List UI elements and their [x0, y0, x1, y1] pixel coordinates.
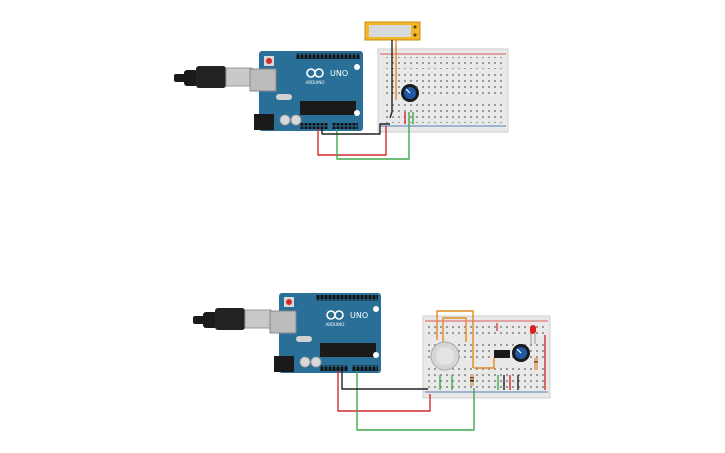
piezo-buzzer[interactable] [430, 341, 460, 371]
reset-button[interactable] [286, 299, 292, 305]
wire-gnd-black[interactable] [341, 371, 428, 390]
analog-header[interactable] [332, 123, 358, 129]
wire-signal-green[interactable] [356, 371, 475, 431]
model-label: UNO [350, 311, 368, 320]
wires [317, 40, 414, 160]
motor-driver[interactable] [494, 350, 510, 358]
usb-port [269, 310, 297, 334]
potentiometer[interactable] [401, 84, 419, 102]
arduino-logo: ARDUINO [306, 68, 325, 85]
circuit-2: ARDUINO UNO [193, 293, 551, 431]
microcontroller-chip [300, 101, 356, 115]
microcontroller-chip [320, 343, 376, 357]
lcd-module[interactable] [364, 21, 421, 41]
wire-5v-red[interactable] [317, 126, 387, 156]
arduino-uno-board[interactable]: ARDUINO UNO [249, 51, 363, 131]
led[interactable] [530, 325, 536, 344]
resistor[interactable] [470, 358, 538, 386]
reset-button[interactable] [266, 58, 272, 64]
breadboard[interactable] [377, 48, 509, 133]
wire-lcd-black[interactable] [389, 40, 393, 119]
usb-port [249, 68, 277, 92]
wires [337, 310, 546, 431]
wire-gnd-black[interactable] [321, 123, 390, 135]
potentiometer[interactable] [512, 344, 530, 362]
analog-header[interactable] [352, 365, 378, 371]
lcd-screen [369, 25, 411, 37]
power-header[interactable] [320, 365, 348, 371]
digital-header[interactable] [316, 295, 378, 301]
power-jack [274, 356, 294, 372]
circuit-1: ARDUINO UNO [174, 21, 509, 160]
digital-header[interactable] [296, 53, 360, 59]
brand-label: ARDUINO [326, 322, 345, 327]
wire-signal-green[interactable] [336, 112, 410, 160]
arduino-logo: ARDUINO [326, 310, 345, 327]
model-label: UNO [330, 69, 348, 78]
wire-buzzer-orange[interactable] [436, 310, 474, 368]
power-header[interactable] [300, 123, 328, 129]
power-jack [254, 114, 274, 130]
wire-5v-red[interactable] [337, 371, 431, 412]
arduino-uno-board[interactable]: ARDUINO UNO [269, 293, 381, 373]
usb-cable[interactable] [174, 66, 253, 88]
brand-label: ARDUINO [306, 80, 325, 85]
usb-cable[interactable] [193, 308, 272, 330]
